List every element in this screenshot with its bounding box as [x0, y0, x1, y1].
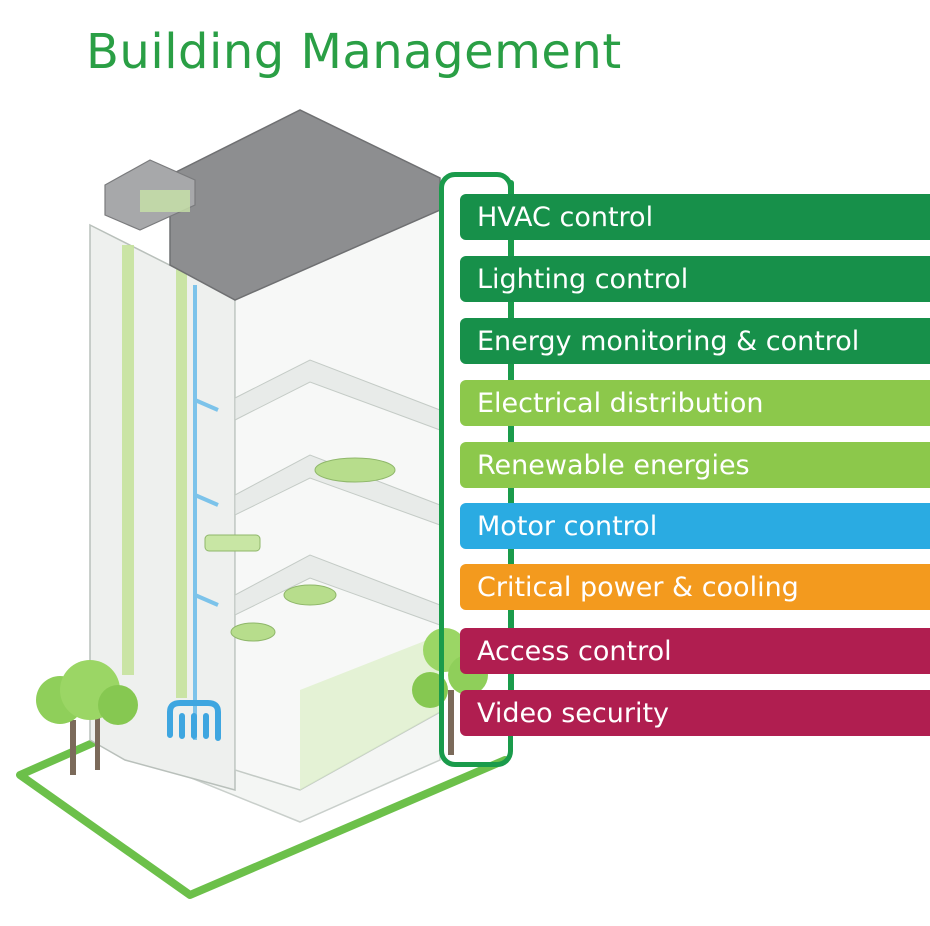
round-table-2 — [230, 622, 276, 642]
system-label: HVAC control — [477, 201, 654, 233]
green-service-strip — [122, 245, 134, 675]
blue-duct-branch-3 — [194, 593, 219, 607]
system-label: Lighting control — [477, 263, 689, 295]
meeting-table — [314, 457, 396, 483]
site-boundary-line — [16, 738, 509, 899]
roof-vent — [140, 190, 190, 212]
system-critical-power-cooling: Critical power & cooling — [460, 564, 930, 610]
system-label: Electrical distribution — [477, 387, 764, 419]
tree-left — [36, 660, 138, 775]
desk — [204, 534, 261, 552]
system-lighting-control: Lighting control — [460, 256, 930, 302]
blue-duct-branch-1 — [194, 398, 219, 412]
system-energy-monitoring-control: Energy monitoring & control — [460, 318, 930, 364]
system-motor-control: Motor control — [460, 503, 930, 549]
page-title: Building Management — [86, 24, 622, 80]
lobby-glass — [300, 635, 440, 790]
blue-duct-branch-2 — [194, 493, 219, 507]
system-renewable-energies: Renewable energies — [460, 442, 930, 488]
system-label: Motor control — [477, 510, 658, 542]
system-hvac-control: HVAC control — [460, 194, 930, 240]
system-label: Access control — [477, 635, 672, 667]
system-label: Video security — [477, 697, 670, 729]
green-service-strip-2 — [176, 268, 187, 698]
blue-pipe-cluster — [167, 700, 221, 741]
round-table — [283, 584, 337, 606]
system-label: Critical power & cooling — [477, 571, 799, 603]
system-label: Energy monitoring & control — [477, 325, 860, 357]
system-label: Renewable energies — [477, 449, 750, 481]
system-electrical-distribution: Electrical distribution — [460, 380, 930, 426]
system-access-control: Access control — [460, 628, 930, 674]
system-video-security: Video security — [460, 690, 930, 736]
